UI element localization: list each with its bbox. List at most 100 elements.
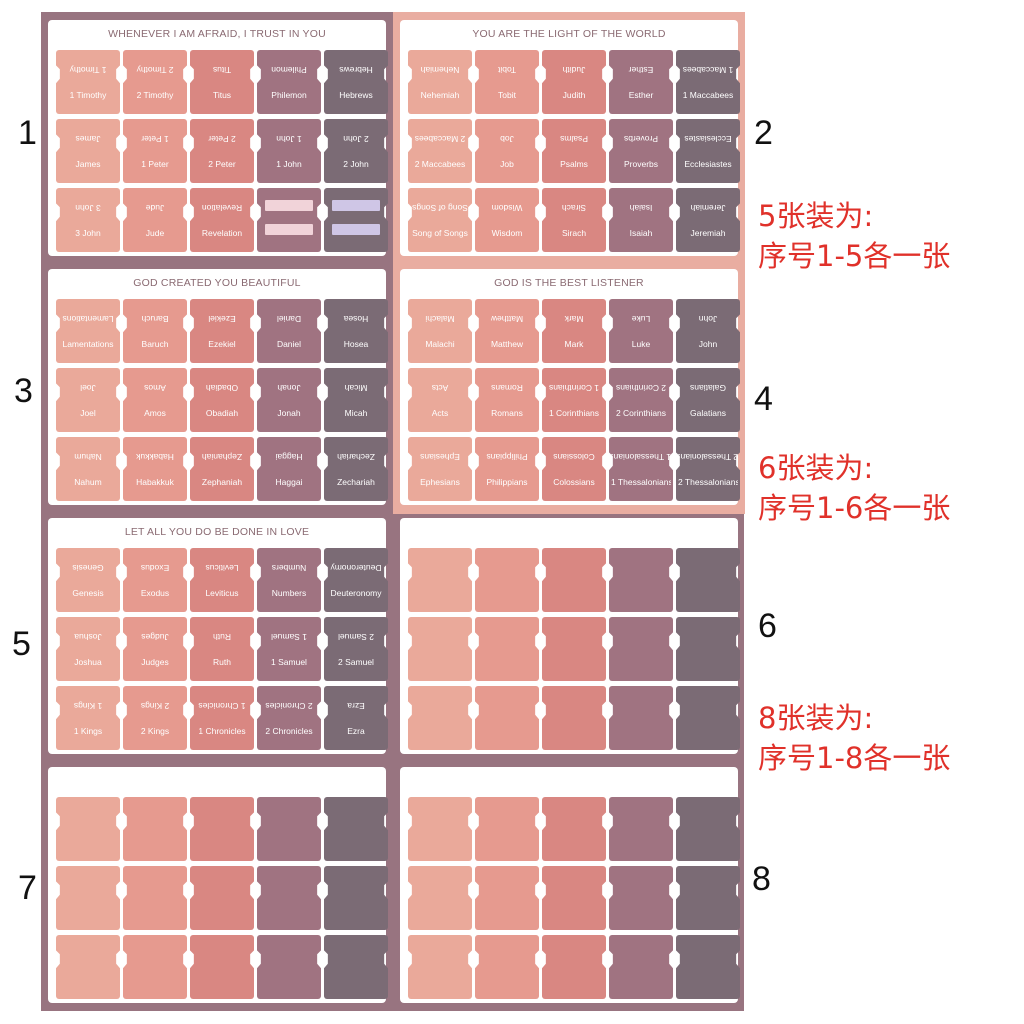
tab-label-flipped: Zechariah [337,452,375,462]
tab-label-flipped: Joel [80,383,96,393]
bible-tab [609,617,673,681]
tab-label-flipped: 2 Kings [140,701,170,711]
tab-label: Joshua [74,657,102,667]
tab-panel-8 [400,767,740,1003]
tab-label: Colossians [553,477,595,487]
tab-label-flipped: 2 Timothy [136,65,174,75]
tab-label: 2 Corinthians [615,408,667,418]
tab-label-flipped: Sirach [561,203,587,213]
tab-label-flipped: Tobit [498,65,516,75]
tab-label: Micah [344,408,368,418]
tab-label: 1 Chronicles [198,726,246,736]
tab-label: 2 Peter [208,159,236,169]
panel-title: GOD CREATED YOU BEAUTIFUL [133,277,301,289]
bible-tab [257,188,321,252]
bible-tab: 2 Corinthians 2 Corinthians [609,368,673,432]
tab-label-flipped: 2 Chronicles [265,701,313,711]
tab-grid [408,797,740,999]
tab-label: 2 John [343,159,369,169]
tab-label-flipped: Romans [491,383,523,393]
bible-tab: 1 John 1 John [257,119,321,183]
tab-label-flipped: Malachi [425,314,455,324]
tab-label-flipped: 1 John [276,134,302,144]
tab-label: Ecclesiastes [684,159,732,169]
tab-label-flipped: 3 John [75,203,101,213]
tab-label-flipped: Colossians [553,452,595,462]
tab-label-flipped: 2 Samuel [338,632,374,642]
tab-label: 3 John [75,228,101,238]
tab-label: 2 Thessalonians [678,477,738,487]
bible-tab [676,935,740,999]
tab-label: Ruth [213,657,231,667]
tab-label-flipped: Haggai [275,452,303,462]
tab-label-flipped: 2 Corinthians [615,383,667,393]
tab-label-flipped: Wisdom [491,203,523,213]
tab-label: Jeremiah [690,228,726,238]
tab-label: 1 John [276,159,302,169]
tab-label: Judges [141,657,169,667]
bible-tab [609,686,673,750]
tab-label: Galatians [690,408,726,418]
note-5-pack: 5张装为: 序号1-5各一张 [758,196,950,276]
bible-tab [542,617,606,681]
bible-tab [609,935,673,999]
tab-label-flipped: Amos [144,383,166,393]
tab-label-flipped: Philippians [486,452,528,462]
tab-grid [56,797,388,999]
sheet-number-6: 6 [758,607,777,645]
tab-label-flipped: Ecclesiastes [684,134,732,144]
tab-label-flipped: Hosea [343,314,369,324]
tab-label-flipped: Revelation [201,203,243,213]
bible-tab [676,797,740,861]
bible-tab [56,866,120,930]
tab-label-flipped: 2 Peter [208,134,236,144]
bible-tab [609,548,673,612]
tab-label: Proverbs [623,159,658,169]
tab-label: Haggai [275,477,303,487]
tab-label: 1 Samuel [271,657,307,667]
note-6-pack-line1: 6张装为: [758,451,874,485]
sheet-number-7: 7 [18,869,37,907]
bible-tab [542,935,606,999]
tab-label-flipped: Genesis [72,563,104,573]
tab-grid [408,548,740,750]
tab-label-flipped: Exodus [140,563,170,573]
tab-label-flipped: Judges [141,632,169,642]
tab-label-flipped: Song of Songs [412,203,468,213]
bible-tab [190,935,254,999]
blank-label-area [265,200,313,211]
tab-label: 1 Thessalonians [611,477,671,487]
tab-label: Habakkuk [136,477,174,487]
tab-label: Deuteronomy [330,588,382,598]
